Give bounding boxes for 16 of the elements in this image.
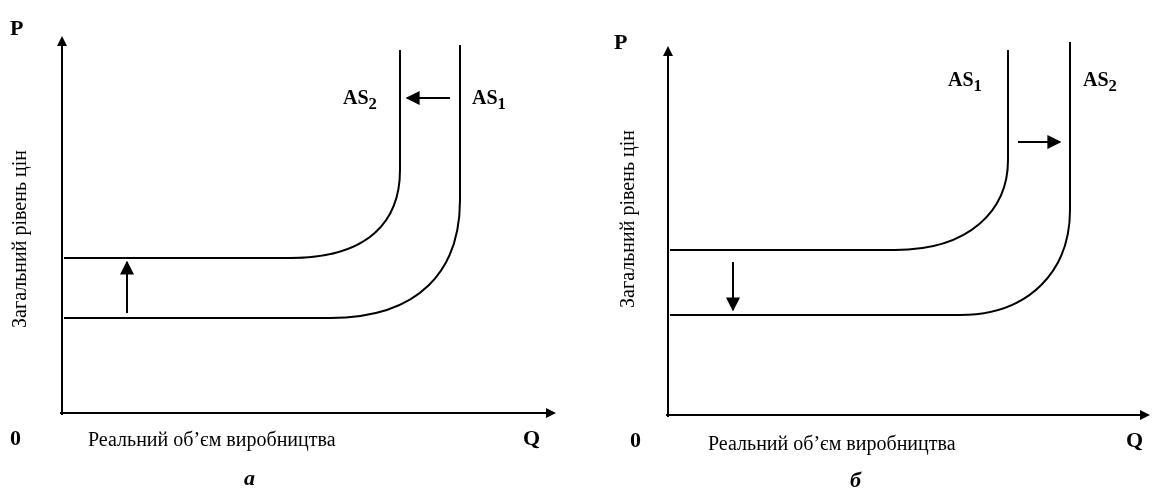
- origin-label: 0: [630, 428, 641, 453]
- axis-label: Q: [1126, 428, 1144, 453]
- axis-label: Q: [523, 426, 541, 451]
- axis-label: Загальний рівень цін: [616, 130, 638, 308]
- origin-label: 0: [10, 426, 21, 451]
- axis-label: P: [10, 16, 24, 41]
- curve-label: AS$_{1}$: [948, 68, 982, 96]
- curve-label: AS$_{2}$: [343, 86, 377, 114]
- panel-label: б: [850, 468, 861, 493]
- axis-label: Реальний об’єм виробництва: [88, 428, 336, 450]
- axis-label: Реальний об’єм виробництва: [708, 432, 956, 454]
- curve-label: AS$_{2}$: [1083, 68, 1117, 96]
- axis-label: P: [614, 30, 628, 55]
- axis-label: Загальний рівень цін: [8, 150, 30, 328]
- panel-label: а: [244, 466, 255, 491]
- curve-label: AS$_{1}$: [472, 86, 506, 114]
